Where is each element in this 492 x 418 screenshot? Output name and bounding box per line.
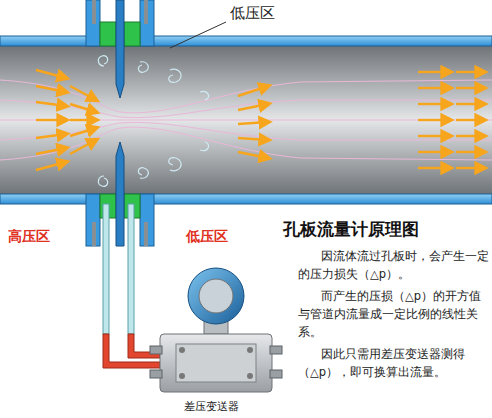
- component-label: 差压变送器: [184, 398, 239, 415]
- region-label: 高压区: [8, 226, 50, 248]
- description-text: 因流体流过孔板时，会产生一定的压力损失（△p）。: [298, 248, 490, 284]
- description-text: 而产生的压损（△p）的开方值与管道内流量成一定比例的线性关系。: [298, 288, 490, 341]
- region-label: 低压区: [186, 226, 228, 248]
- region-label: 低压区: [230, 2, 275, 25]
- description-text: 因此只需用差压变送器测得（△p），即可换算出流量。: [298, 346, 490, 382]
- diagram-title: 孔板流量计原理图: [283, 216, 419, 242]
